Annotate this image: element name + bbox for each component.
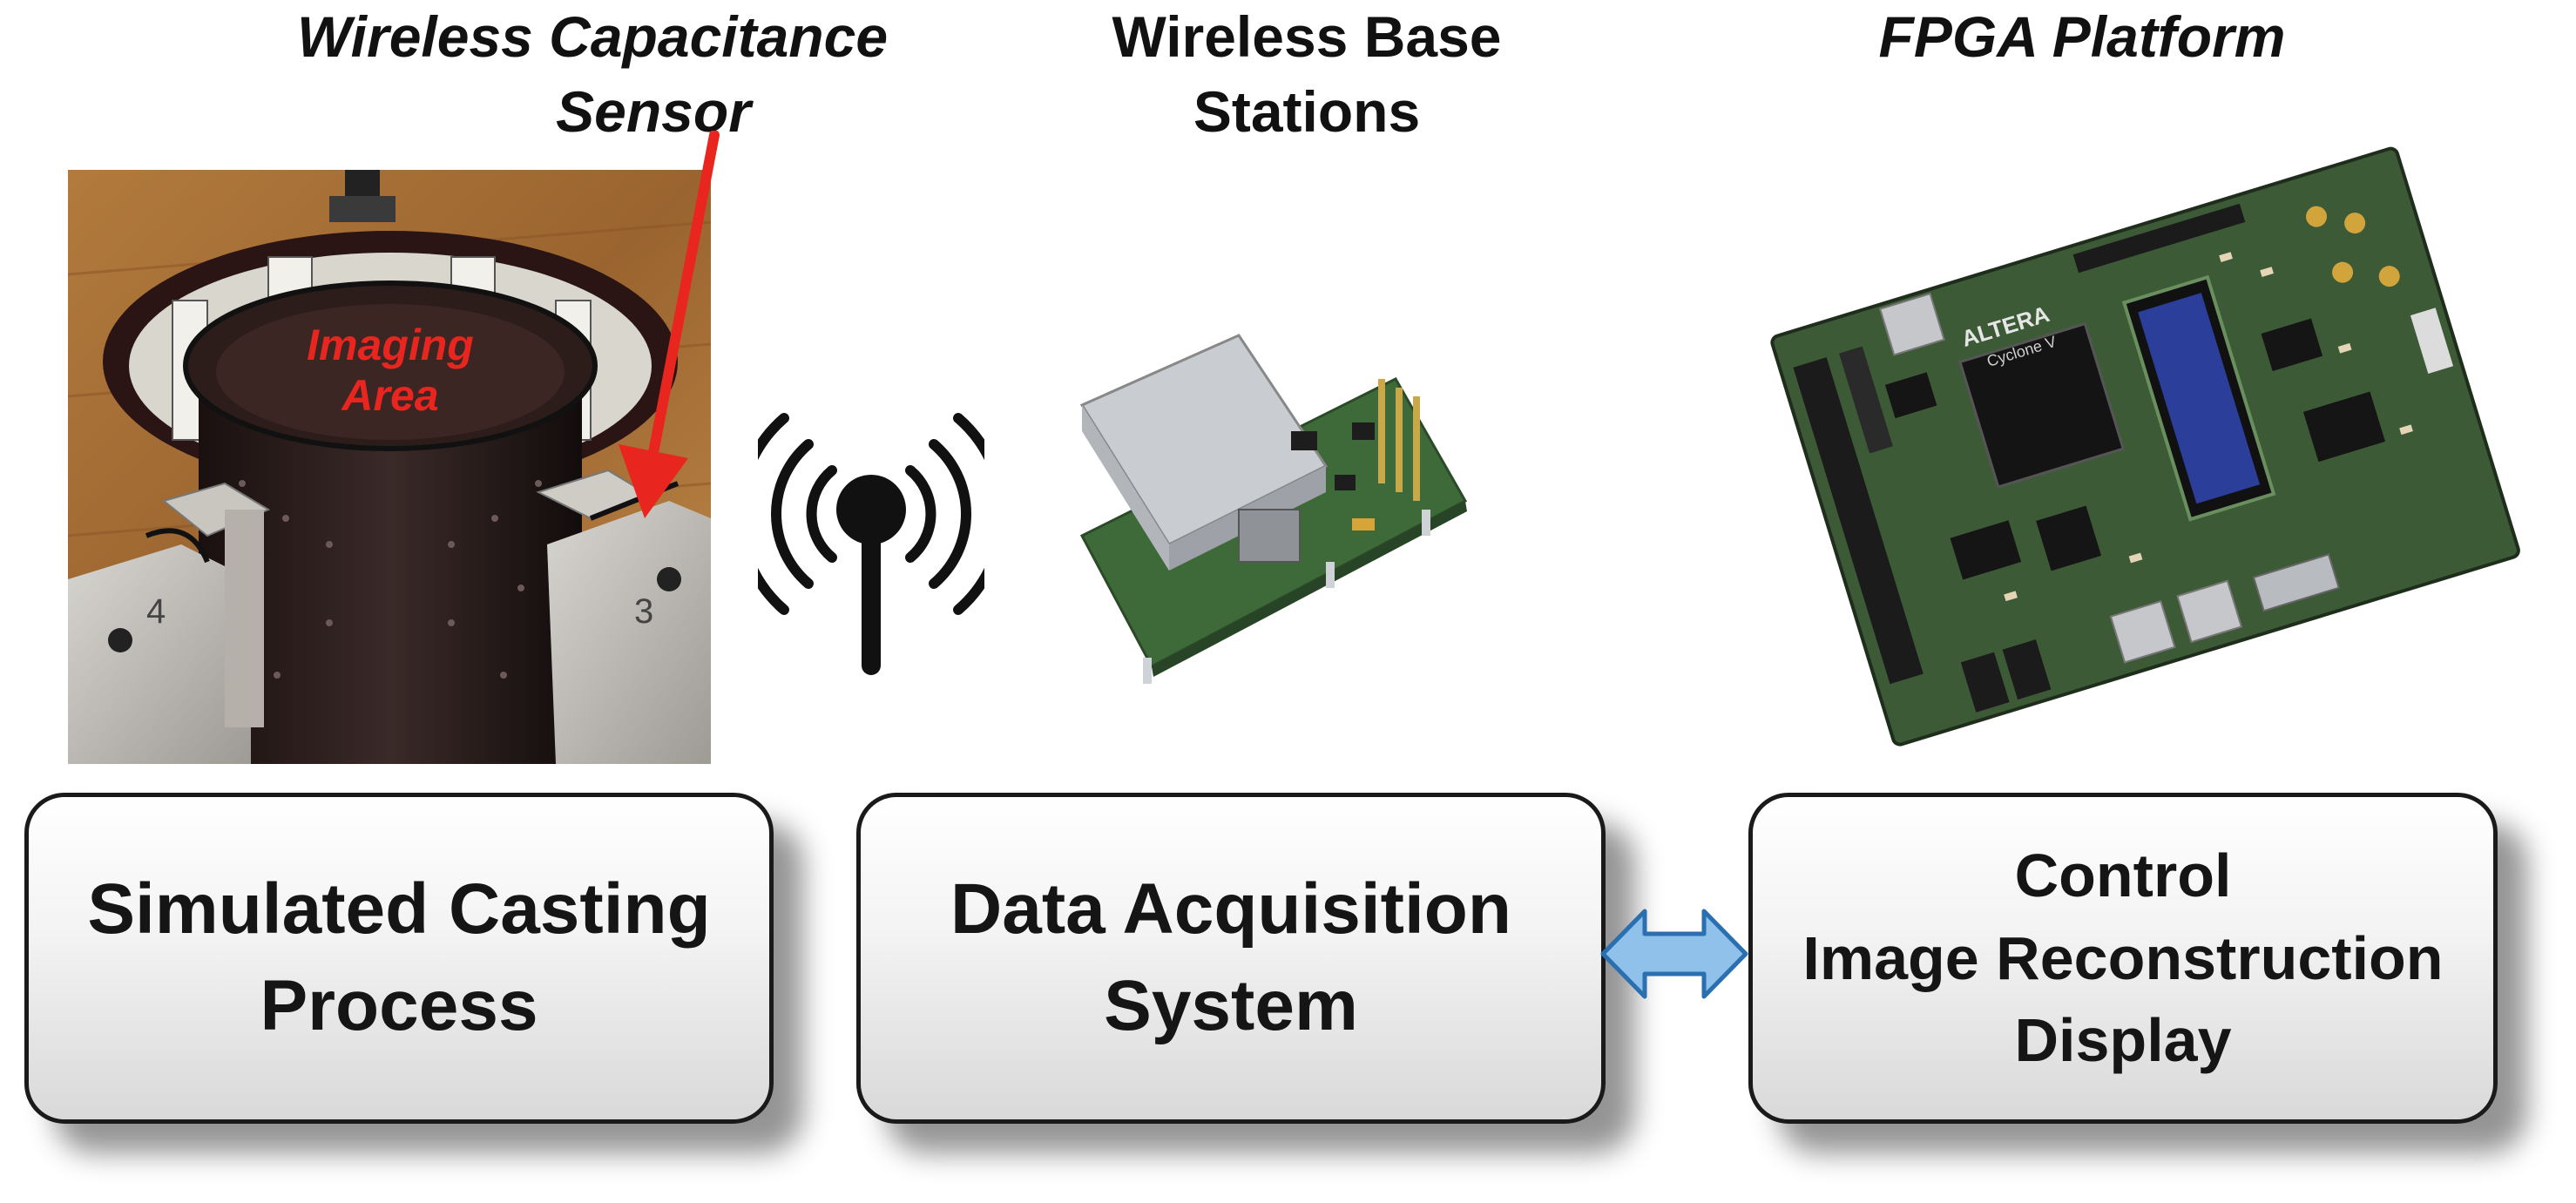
casting-line2: Process [260, 966, 538, 1045]
control-box: Control Image Reconstruction Display [1748, 793, 2498, 1124]
sensor-title-line1: Wireless Capacitance [296, 4, 889, 69]
svg-text:4: 4 [146, 592, 166, 631]
data-acquisition-box: Data Acquisition System [856, 793, 1606, 1124]
base-stations-title: Wireless Base Stations [1011, 0, 1603, 150]
daq-line2: System [1104, 966, 1358, 1045]
sensor-title: Wireless Capacitance Sensor [253, 0, 932, 150]
control-line2: Image Reconstruction [1802, 923, 2444, 992]
casting-line1: Simulated Casting [87, 869, 711, 950]
svg-text:3: 3 [634, 592, 653, 631]
imaging-label-line1: Imaging [307, 321, 474, 369]
sensor-photo: 4 3 Imaging Area [68, 170, 711, 764]
base-stations-title-line1: Wireless Base [1112, 4, 1502, 69]
double-arrow-icon [1600, 909, 1748, 999]
control-line3: Display [2014, 1006, 2232, 1075]
base-station-photo [1065, 274, 1483, 693]
simulated-casting-box: Simulated Casting Process [24, 793, 774, 1124]
control-line1: Control [2014, 841, 2232, 910]
wireless-signal-icon [758, 413, 984, 675]
daq-line1: Data Acquisition [950, 869, 1511, 950]
red-arrow-icon [619, 131, 720, 518]
imaging-label-line2: Area [340, 371, 438, 420]
base-stations-title-line2: Stations [1193, 78, 1421, 144]
fpga-title: FPGA Platform [1878, 4, 2286, 69]
fpga-board-photo: ALTERA Cyclone V [1764, 112, 2522, 767]
